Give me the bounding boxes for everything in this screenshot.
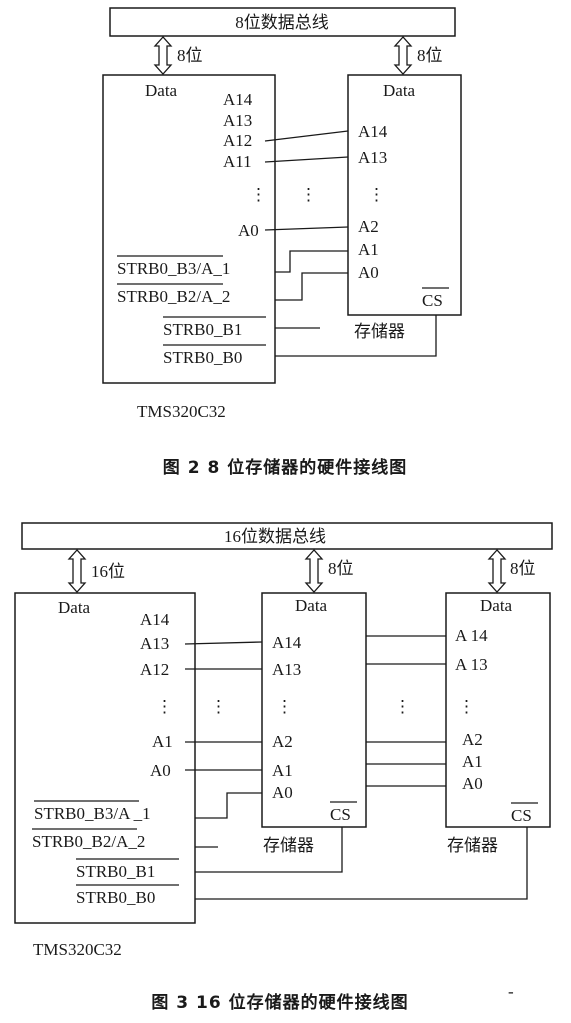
- fig2-cpu-a11: A11: [223, 152, 252, 171]
- fig3-mem2-ellipsis: ⋮: [458, 697, 475, 716]
- fig2-mem-width-label: 8位: [417, 46, 443, 65]
- fig3-wire-ellipsis-right: ⋮: [394, 697, 411, 716]
- fig3-cpu-strb-b0: STRB0_B0: [76, 888, 155, 907]
- fig2-wire-ellipsis: ⋮: [300, 185, 317, 204]
- fig2-wire-a-2-a0: [275, 272, 348, 301]
- fig3-mem1-a14: A14: [272, 633, 302, 652]
- fig2-wire-a0-a2: [264, 226, 349, 231]
- fig3-wire-strb-b0-m2cs: [195, 827, 528, 900]
- fig3-cpu-a0: A0: [150, 761, 171, 780]
- fig3-mem2-a1: A1: [462, 752, 483, 771]
- fig3-mem1-a2: A2: [272, 732, 293, 751]
- fig2-bus-label: 8位数据总线: [235, 13, 329, 32]
- figure-3: 16位数据总线 16位 8位 8位 Data A14 A13 A12 ⋮ A1 …: [14, 522, 553, 959]
- fig3-mem2-width-label: 8位: [510, 559, 536, 578]
- fig2-cpu-name: TMS320C32: [137, 402, 226, 421]
- fig2-cpu-width-label: 8位: [177, 46, 203, 65]
- fig3-mem2-cs: CS: [511, 806, 532, 825]
- fig3-mem1-bus-arrow: [304, 549, 324, 593]
- fig3-wire-ellipsis-left: ⋮: [210, 697, 227, 716]
- fig2-cpu-strb-b0: STRB0_B0: [163, 348, 242, 367]
- fig2-mem-name: 存储器: [354, 322, 405, 341]
- fig2-cpu-a0: A0: [238, 221, 259, 240]
- fig2-mem-ellipsis: ⋮: [368, 185, 385, 204]
- fig3-cpu-a12: A12: [140, 660, 169, 679]
- figure-2: 8位数据总线 8位 8位 Data A14 A13 A12 A11 ⋮ A0 S…: [102, 7, 462, 421]
- fig2-mem-a0: A0: [358, 263, 379, 282]
- fig3-wire-a13-m1a14: [184, 641, 263, 645]
- fig3-data-bus: [21, 522, 553, 550]
- fig3-wire-a-1-m1a0: [195, 792, 262, 819]
- fig2-cpu-data-label: Data: [145, 81, 178, 100]
- fig3-mem2-a13: A 13: [455, 655, 488, 674]
- fig3-mem2-name: 存储器: [447, 836, 498, 855]
- fig2-cpu-bus-arrow: [153, 36, 173, 75]
- fig3-mem1-data-label: Data: [295, 596, 328, 615]
- fig2-cpu-block: [102, 74, 276, 384]
- fig2-cpu-a14: A14: [223, 90, 253, 109]
- fig3-stray-mark: -: [508, 982, 514, 1001]
- fig2-mem-a1: A1: [358, 240, 379, 259]
- fig3-cpu-strb-b3: STRB0_B3/A _1: [34, 804, 151, 823]
- fig3-mem1-width-label: 8位: [328, 559, 354, 578]
- fig3-cpu-ellipsis: ⋮: [156, 697, 173, 716]
- fig3-mem1-a13: A13: [272, 660, 301, 679]
- fig3-caption: 图 3 16 位存储器的硬件接线图: [151, 992, 408, 1013]
- fig3-mem1-cs: CS: [330, 805, 351, 824]
- fig2-wire-a11-a13: [264, 156, 349, 163]
- fig3-cpu-a14: A14: [140, 610, 170, 629]
- fig3-cpu-block: [14, 592, 196, 924]
- fig2-mem-bus-arrow: [393, 36, 413, 75]
- fig3-cpu-name: TMS320C32: [33, 940, 122, 959]
- fig3-mem2-a14: A 14: [455, 626, 488, 645]
- fig2-mem-a13: A13: [358, 148, 387, 167]
- fig2-mem-a2: A2: [358, 217, 379, 236]
- fig2-mem-cs: CS: [422, 291, 443, 310]
- fig3-mem2-a2: A2: [462, 730, 483, 749]
- fig2-wire-a12-a14: [264, 130, 349, 142]
- fig2-cpu-a12: A12: [223, 131, 252, 150]
- fig2-cpu-strb-b3: STRB0_B3/A_1: [117, 259, 230, 278]
- fig2-data-bus: [109, 7, 456, 37]
- fig2-cpu-a13: A13: [223, 111, 252, 130]
- fig3-mem1-a0: A0: [272, 783, 293, 802]
- fig2-caption: 图 2 8 位存储器的硬件接线图: [163, 457, 407, 478]
- fig2-mem-a14: A14: [358, 122, 388, 141]
- fig3-cpu-a1: A1: [152, 732, 173, 751]
- fig2-mem-data-label: Data: [383, 81, 416, 100]
- fig3-mem1-name: 存储器: [263, 836, 314, 855]
- fig3-cpu-strb-b2: STRB0_B2/A_2: [32, 832, 145, 851]
- fig2-wire-strb-b0-cs: [275, 315, 437, 357]
- fig3-cpu-width-label: 16位: [91, 562, 125, 581]
- fig3-mem2-a0: A0: [462, 774, 483, 793]
- fig3-mem1-ellipsis: ⋮: [276, 697, 293, 716]
- fig3-mem2-bus-arrow: [487, 549, 507, 593]
- fig3-cpu-strb-b1: STRB0_B1: [76, 862, 155, 881]
- fig3-cpu-a13: A13: [140, 634, 169, 653]
- fig2-memory-block: [347, 74, 462, 316]
- fig3-cpu-bus-arrow: [67, 549, 87, 593]
- fig2-cpu-ellipsis: ⋮: [250, 185, 267, 204]
- fig3-mem2-data-label: Data: [480, 596, 513, 615]
- fig3-memory-1-block: [261, 592, 367, 828]
- fig2-cpu-strb-b2: STRB0_B2/A_2: [117, 287, 230, 306]
- fig3-memory-2-block: [445, 592, 551, 828]
- fig3-mem1-a1: A1: [272, 761, 293, 780]
- fig2-wire-a-1-a1: [275, 250, 348, 273]
- fig3-cpu-data-label: Data: [58, 598, 91, 617]
- fig3-bus-label: 16位数据总线: [224, 527, 326, 546]
- fig3-wire-strb-b1-m1cs: [195, 827, 343, 873]
- fig2-cpu-strb-b1: STRB0_B1: [163, 320, 242, 339]
